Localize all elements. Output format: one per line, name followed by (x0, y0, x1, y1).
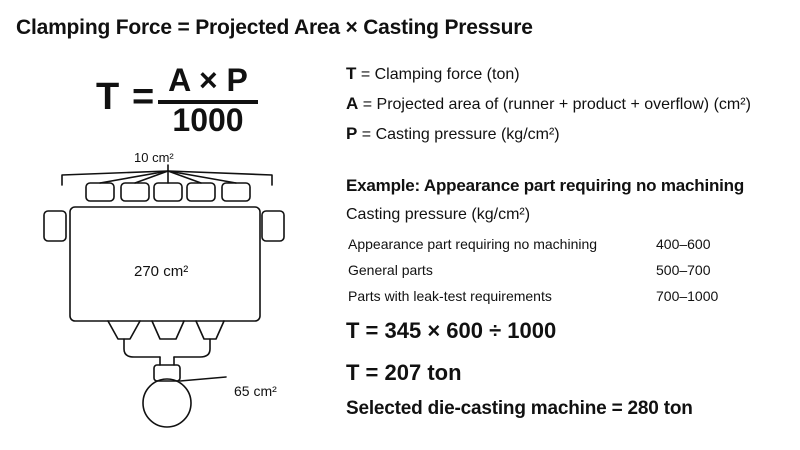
sprue (153, 364, 181, 382)
definition-symbol: A (346, 94, 359, 113)
runner (107, 320, 141, 340)
page-title: Clamping Force = Projected Area × Castin… (16, 16, 533, 39)
leader-line (61, 170, 169, 186)
example-title: Example: Appearance part requiring no ma… (346, 176, 745, 195)
leader-line (99, 170, 169, 184)
definition-a: A = Projected area of (runner + product … (346, 94, 751, 114)
definition-p: P = Casting pressure (kg/cm²) (346, 124, 560, 144)
definition-t: T = Clamping force (ton) (346, 64, 520, 84)
leader-line (167, 170, 202, 184)
runner (173, 338, 211, 358)
formula-lhs: T (96, 76, 120, 118)
pressure-row-value: 500–700 (656, 262, 711, 278)
overflow-well (120, 182, 150, 202)
runner (195, 320, 225, 340)
overflow-well (85, 182, 115, 202)
die-casting-layout-diagram: 10 cm² 270 cm² 65 cm² (43, 150, 285, 428)
overflow-area-label: 10 cm² (134, 150, 174, 165)
definition-text: = Clamping force (ton) (356, 66, 520, 83)
formula-denominator: 1000 (172, 102, 244, 138)
pressure-table-heading: Casting pressure (kg/cm²) (346, 206, 531, 223)
definition-symbol: T (346, 64, 357, 83)
overflow-well (261, 210, 285, 242)
product-area-label: 270 cm² (134, 263, 188, 280)
product-cavity (69, 206, 261, 322)
pressure-row-value: 400–600 (656, 236, 711, 252)
overflow-well (221, 182, 251, 202)
formula-equals: = (132, 76, 155, 118)
pressure-row-label: Parts with leak-test requirements (348, 288, 552, 304)
runner-area-label: 65 cm² (234, 383, 277, 399)
leader-line (167, 170, 237, 184)
leader-line (167, 170, 273, 186)
calculation-result-line: T = 207 ton (346, 360, 462, 385)
overflow-well (186, 182, 216, 202)
definition-text: = Projected area of (runner + product + … (358, 96, 751, 113)
pressure-row-label: Appearance part requiring no machining (348, 236, 598, 252)
runner (151, 320, 185, 340)
definition-symbol: P (346, 124, 358, 143)
clamping-force-formula: T = A × P 1000 (96, 62, 266, 142)
runner (159, 356, 175, 366)
leader-line (179, 376, 227, 382)
pressure-row-value: 700–1000 (656, 288, 719, 304)
calculation-line: T = 345 × 600 ÷ 1000 (346, 318, 557, 343)
definition-text: = Casting pressure (kg/cm²) (357, 126, 560, 143)
pressure-row-label: General parts (348, 262, 433, 278)
runner (123, 338, 161, 358)
fraction-bar (158, 100, 258, 104)
leader-line (134, 170, 169, 184)
overflow-well (153, 182, 183, 202)
formula-numerator: A × P (168, 62, 248, 98)
selected-machine-result: Selected die-casting machine = 280 ton (346, 398, 693, 419)
overflow-well (43, 210, 67, 242)
biscuit (142, 378, 192, 428)
